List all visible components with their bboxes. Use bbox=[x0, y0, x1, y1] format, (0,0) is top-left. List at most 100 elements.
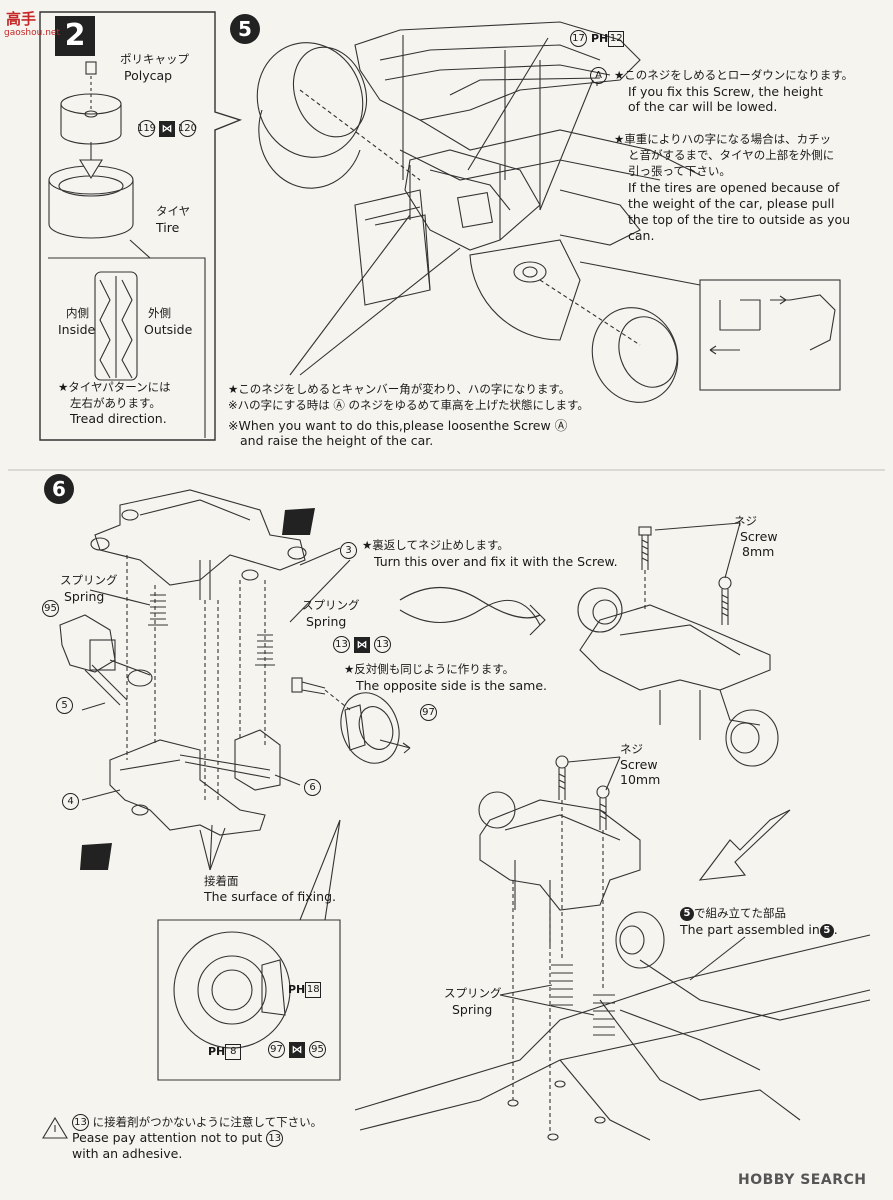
join-icon-97: ⋈ bbox=[288, 1041, 305, 1058]
hobby-search-watermark: HOBBY SEARCH bbox=[738, 1172, 867, 1188]
part-95-marker: 95 bbox=[42, 600, 59, 617]
note2-en3: the top of the tire to outside as you bbox=[628, 212, 851, 227]
ph-12: 12 bbox=[608, 30, 625, 47]
part-4-marker: 4 bbox=[62, 793, 79, 810]
screw-label-en-8: Screw bbox=[740, 529, 778, 544]
spring-label-en-lower: Spring bbox=[452, 1002, 493, 1017]
part-97: 97 bbox=[420, 704, 437, 721]
spring-label-jp-mid: スプリング bbox=[302, 598, 360, 612]
polycap-label-jp: ポリキャップ bbox=[120, 52, 189, 66]
polycap-label-en: Polycap bbox=[124, 68, 173, 83]
screw-size-10: 10mm bbox=[620, 772, 661, 787]
tire-label-en: Tire bbox=[156, 220, 180, 235]
screw-label-en-10: Screw bbox=[620, 757, 658, 772]
tread-note-en: Tread direction. bbox=[70, 411, 167, 426]
step-5-number: 5 bbox=[230, 14, 260, 44]
tread-note-jp1: ★タイヤパターンには bbox=[58, 380, 171, 394]
watermark-url: gaoshou.net bbox=[4, 28, 60, 38]
join-icon-13: ⋈ bbox=[353, 636, 370, 653]
part-17: 17 bbox=[570, 30, 587, 47]
note1-en2: of the car will be lowed. bbox=[628, 99, 778, 114]
ph-label: PH bbox=[590, 32, 609, 45]
part-97-b: 97 bbox=[268, 1041, 285, 1058]
part-120: 120 bbox=[178, 120, 197, 137]
screw-label-jp-8: ネジ bbox=[734, 514, 757, 528]
caution-note-en1: Pease pay attention not to put 13 bbox=[72, 1130, 284, 1147]
part-6-marker: 6 bbox=[304, 779, 321, 796]
part-13-a: 13 bbox=[333, 636, 350, 653]
note2-jp1: ★車重によりハの字になる場合は、カチッ bbox=[614, 132, 832, 146]
note4-jp: ※ハの字にする時は Ⓐ のネジをゆるめて車高を上げた状態にします。 bbox=[228, 398, 589, 412]
part-97-marker: 97 bbox=[420, 704, 437, 721]
watermark-logo: 高手 bbox=[6, 10, 37, 28]
inside-label-jp: 内側 bbox=[66, 306, 89, 320]
screw-label-jp-10: ネジ bbox=[620, 742, 643, 756]
parts-119-120: 119 ⋈ 120 bbox=[137, 120, 197, 137]
spring-label-en-mid: Spring bbox=[306, 614, 347, 629]
caution-jp-text: に接着剤がつかないように注意して下さい。 bbox=[92, 1115, 323, 1129]
opposite-note-jp: ★反対側も同じように作ります。 bbox=[344, 662, 515, 676]
part-95-b: 95 bbox=[308, 1041, 326, 1058]
ph-label-8: PH bbox=[208, 1045, 226, 1058]
part-6: 6 bbox=[304, 779, 321, 796]
spring-label-jp-lower: スプリング bbox=[444, 986, 502, 1000]
note2-en4: can. bbox=[628, 228, 655, 243]
part-13-caution: 13 bbox=[72, 1114, 89, 1131]
ph-label-18: PH bbox=[288, 983, 306, 996]
ph-18: 18 bbox=[305, 981, 322, 998]
note2-en1: If the tires are opened because of bbox=[628, 180, 840, 195]
assembled-jp-text: で組み立てた部品 bbox=[694, 906, 786, 920]
sidebar-frame bbox=[39, 11, 243, 441]
caution-en1-text: Pease pay attention not to put bbox=[72, 1130, 263, 1145]
part-13-caution-b: 13 bbox=[266, 1130, 284, 1147]
part-5-marker: 5 bbox=[56, 697, 73, 714]
note1-jp: ★このネジをしめるとローダウンになります。 bbox=[614, 68, 854, 82]
spring-label-en-left: Spring bbox=[64, 589, 105, 604]
part-3-marker: 3 bbox=[340, 542, 357, 559]
note2-en2: the weight of the car, please pull bbox=[628, 196, 835, 211]
note2-jp2: と音がするまで、タイヤの上部を外側に bbox=[628, 148, 835, 162]
part-5: 5 bbox=[56, 697, 73, 714]
part-119: 119 bbox=[137, 120, 156, 137]
step-5-ref-b: 5 bbox=[819, 923, 834, 938]
part-95: 95 bbox=[42, 600, 59, 617]
step-5-ref-a: 5 bbox=[680, 906, 694, 921]
note4-en1: ※When you want to do this,please loosent… bbox=[228, 418, 568, 433]
caution-note-jp: 13 に接着剤がつかないように注意して下さい。 bbox=[72, 1114, 322, 1131]
outside-label-en: Outside bbox=[144, 322, 193, 337]
spring-label-jp-left: スプリング bbox=[60, 573, 118, 587]
fix-surface-en: The surface of fixing. bbox=[204, 889, 336, 904]
parts-13-13: 13 ⋈ 13 bbox=[333, 636, 391, 653]
part-13-b: 13 bbox=[373, 636, 391, 653]
assembled-en-text: The part assembled in bbox=[680, 922, 820, 937]
tire-label-jp: タイヤ bbox=[156, 204, 191, 218]
screw-size-8: 8mm bbox=[742, 544, 775, 559]
step-2-badge-bg bbox=[55, 16, 95, 56]
ph-8: 8 bbox=[225, 1043, 242, 1060]
part-3: 3 bbox=[340, 542, 357, 559]
step-6-number: 6 bbox=[44, 474, 74, 504]
turn-note-jp: ★裏返してネジ止めします。 bbox=[362, 538, 509, 552]
note4-en2: and raise the height of the car. bbox=[240, 433, 434, 448]
turn-note-en: Turn this over and fix it with the Screw… bbox=[374, 554, 618, 569]
screw-a: A bbox=[590, 67, 607, 84]
parts-97-95: 97 ⋈ 95 bbox=[268, 1041, 326, 1058]
outside-label-jp: 外側 bbox=[148, 306, 171, 320]
part-4: 4 bbox=[62, 793, 79, 810]
join-icon: ⋈ bbox=[158, 120, 175, 137]
note1-en1: If you fix this Screw, the height bbox=[628, 84, 823, 99]
note2-jp3: 引っ張って下さい。 bbox=[628, 164, 731, 178]
inside-label-en: Inside bbox=[58, 322, 96, 337]
black-marker-upper bbox=[282, 508, 315, 535]
black-marker-lower bbox=[80, 843, 112, 870]
fix-surface-jp: 接着面 bbox=[204, 874, 239, 888]
screw-a-marker: A bbox=[590, 67, 607, 84]
tread-note-jp2: 左右があります。 bbox=[70, 396, 161, 410]
caution-note-en2: with an adhesive. bbox=[72, 1146, 183, 1161]
